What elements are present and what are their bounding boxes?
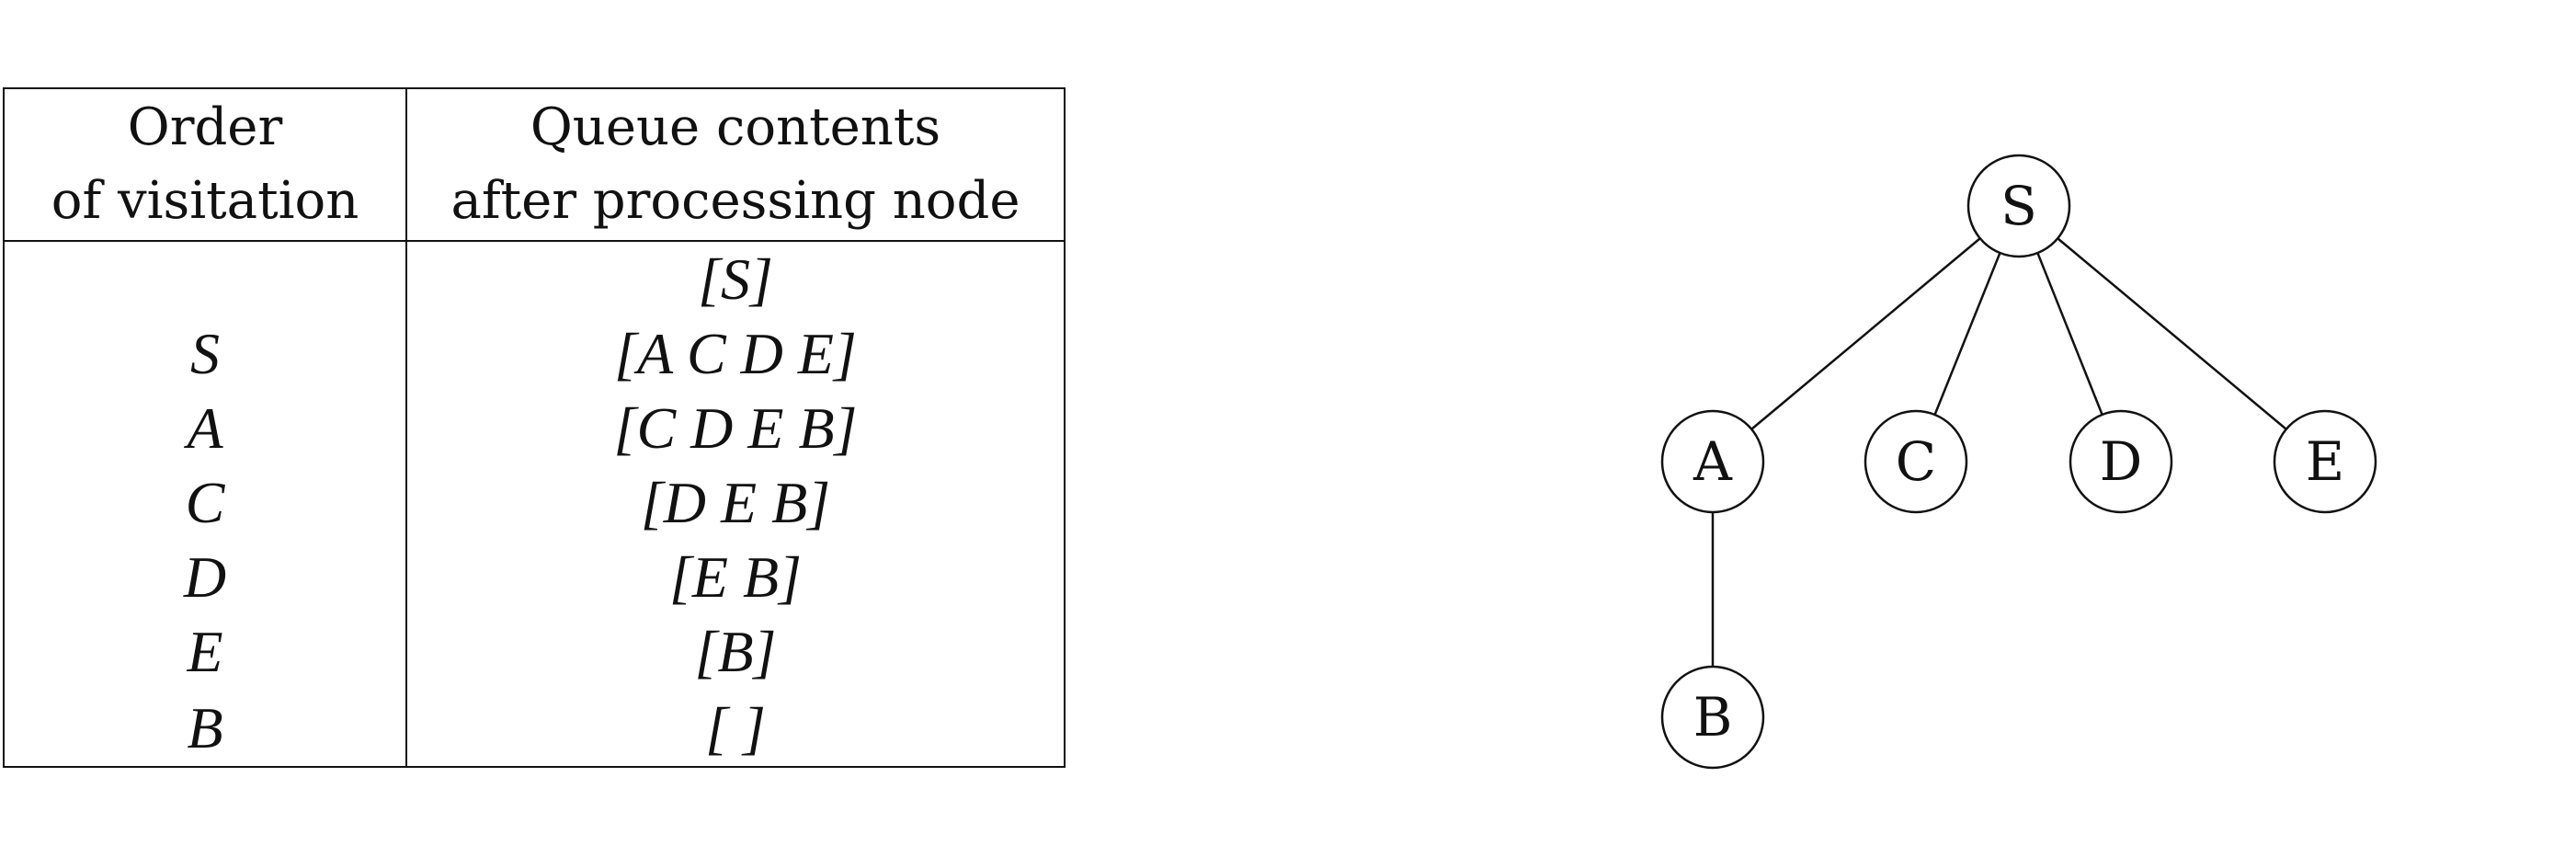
table-row: S [A C D E] bbox=[4, 316, 1065, 391]
queue-contents-cell: [A C D E] bbox=[614, 321, 857, 386]
tree-node-circle bbox=[1864, 409, 1968, 514]
header-queue-contents: Queue contents after processing node bbox=[406, 88, 1065, 242]
tree-edge-s-c bbox=[1933, 252, 2001, 416]
tree-node-label: S bbox=[2000, 175, 2037, 237]
visited-node-cell bbox=[4, 241, 407, 316]
queue-contents-cell: [D E B] bbox=[640, 470, 831, 535]
tree-node-label: D bbox=[2100, 430, 2143, 493]
visited-node-cell: C bbox=[4, 465, 407, 540]
header-col1-line2: of visitation bbox=[51, 171, 359, 231]
tree-node-s: S bbox=[1966, 154, 2071, 258]
table-row: A [C D E B] bbox=[4, 391, 1065, 465]
table-header-row: Order of visitation Queue contents after… bbox=[4, 88, 1065, 242]
visited-node-cell: D bbox=[4, 540, 407, 614]
table-row: C [D E B] bbox=[4, 465, 1065, 540]
header-col1-line1: Order bbox=[127, 97, 283, 157]
tree-node-circle bbox=[2273, 409, 2377, 514]
queue-contents-cell: [ ] bbox=[705, 694, 766, 760]
queue-contents-cell: [B] bbox=[694, 619, 777, 684]
table-row: E [B] bbox=[4, 614, 1065, 689]
bfs-queue-table: Order of visitation Queue contents after… bbox=[3, 87, 1066, 768]
visited-node-cell: A bbox=[4, 391, 407, 465]
tree-node-label: C bbox=[1896, 430, 1936, 493]
tree-edge-s-a bbox=[1750, 237, 1981, 430]
tree-node-d: D bbox=[2069, 409, 2173, 514]
tree-node-e: E bbox=[2273, 409, 2377, 514]
tree-node-b: B bbox=[1660, 665, 1765, 770]
queue-contents-cell: [C D E B] bbox=[613, 395, 858, 461]
header-order-of-visitation: Order of visitation bbox=[4, 88, 407, 242]
tree-node-c: C bbox=[1864, 409, 1968, 514]
queue-contents-cell: [E B] bbox=[669, 544, 802, 610]
header-col2-line1: Queue contents bbox=[530, 97, 941, 157]
table-row: B [ ] bbox=[4, 689, 1065, 767]
visited-node-cell: S bbox=[4, 316, 407, 391]
tree-node-circle bbox=[1660, 665, 1765, 770]
tree-edges bbox=[1711, 237, 2287, 667]
table-row: [S] bbox=[4, 241, 1065, 316]
header-col2-line2: after processing node bbox=[450, 171, 1020, 231]
tree-edge-s-d bbox=[2036, 252, 2103, 416]
visited-node-cell: E bbox=[4, 614, 407, 689]
visited-node-cell: B bbox=[4, 689, 407, 767]
tree-node-label: A bbox=[1693, 430, 1733, 493]
tree-node-label: B bbox=[1693, 686, 1733, 748]
table-body: [S] S [A C D E] A [C D E B] C [D E B] D [E B] E [B… bbox=[4, 241, 1065, 767]
tree-edge-s-e bbox=[2057, 237, 2287, 430]
tree-nodes: S A C D E B bbox=[1660, 154, 2377, 770]
queue-contents-cell: [S] bbox=[698, 246, 773, 312]
table-row: D [E B] bbox=[4, 540, 1065, 614]
tree-node-a: A bbox=[1660, 409, 1765, 514]
tree-node-circle bbox=[1660, 409, 1765, 514]
tree-node-circle bbox=[1966, 154, 2071, 258]
tree-node-circle bbox=[2069, 409, 2173, 514]
tree-node-label: E bbox=[2306, 430, 2344, 493]
